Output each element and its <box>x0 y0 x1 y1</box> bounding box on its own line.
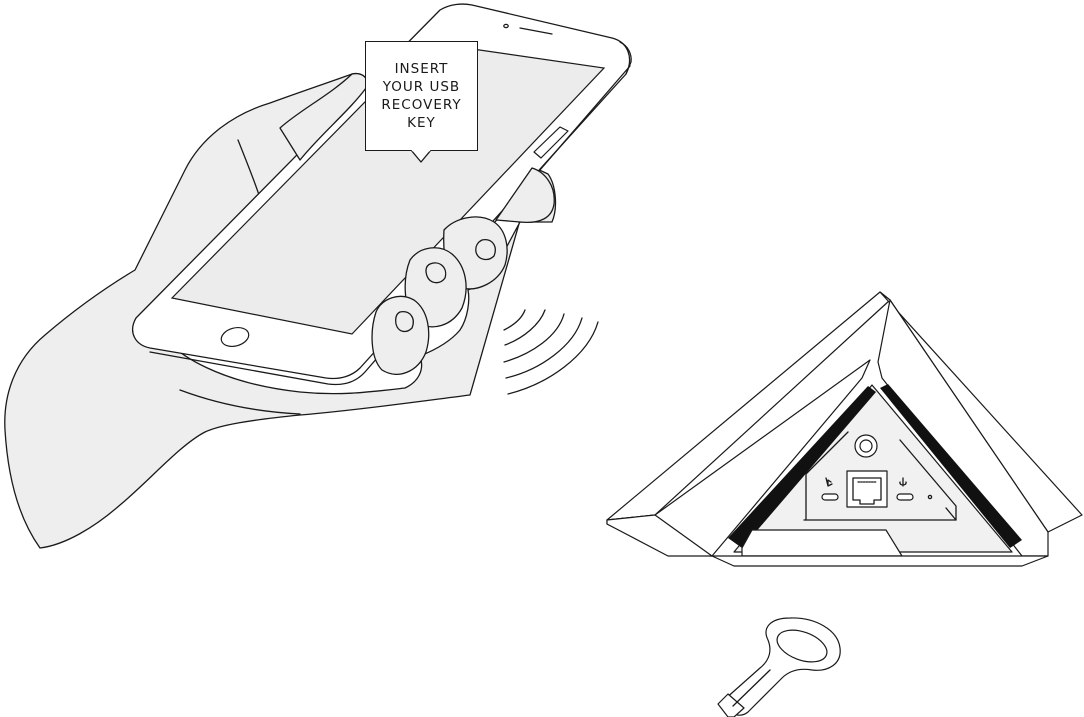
device-left-foot <box>606 514 713 557</box>
palm-crease-2 <box>179 389 301 415</box>
status-led <box>927 494 933 500</box>
wave-1 <box>503 309 526 331</box>
power-jack-inner <box>859 439 873 453</box>
usb-key-connector <box>717 693 745 717</box>
usb-c-port-right <box>896 493 914 501</box>
device-bottom-recess <box>741 529 903 557</box>
router-device <box>606 291 1083 567</box>
usb-key-ring-hole <box>776 629 828 663</box>
ethernet-port <box>846 470 888 508</box>
finger-3 <box>371 295 430 375</box>
wave-5 <box>507 321 599 395</box>
usb-recovery-key <box>717 617 841 717</box>
device-strip-right <box>880 384 1022 548</box>
usb-c-port-left <box>821 493 839 501</box>
phone-edge <box>619 41 632 75</box>
finger-3-nail <box>394 311 414 333</box>
device-base <box>711 555 1049 567</box>
device-strip-left <box>728 386 876 548</box>
panel-edge-left <box>805 431 849 521</box>
wave-4 <box>505 317 583 379</box>
phone-side <box>149 65 631 386</box>
hand-palm <box>4 72 557 549</box>
phone-camera <box>503 23 509 29</box>
phone-screen <box>170 41 606 335</box>
phone-side-button <box>533 126 569 159</box>
power-symbol-icon <box>899 477 907 487</box>
usb-symbol-icon <box>825 477 833 487</box>
phone-home-button <box>220 326 250 348</box>
smartphone <box>132 3 632 386</box>
recovery-key-callout: INSERT YOUR USB RECOVERY KEY <box>365 41 478 151</box>
wave-3 <box>503 313 565 363</box>
panel-edge-right <box>899 439 957 521</box>
callout-pointer <box>411 150 431 163</box>
ethernet-socket <box>852 477 882 505</box>
finger-1-nail <box>475 239 496 261</box>
finger-4 <box>495 167 555 224</box>
vibration-waves <box>503 309 599 395</box>
usb-key-edge <box>732 669 771 707</box>
phone-speaker <box>519 27 553 35</box>
wave-2 <box>504 309 546 346</box>
hand-fingers <box>279 72 555 375</box>
finger-2-nail <box>425 262 447 284</box>
